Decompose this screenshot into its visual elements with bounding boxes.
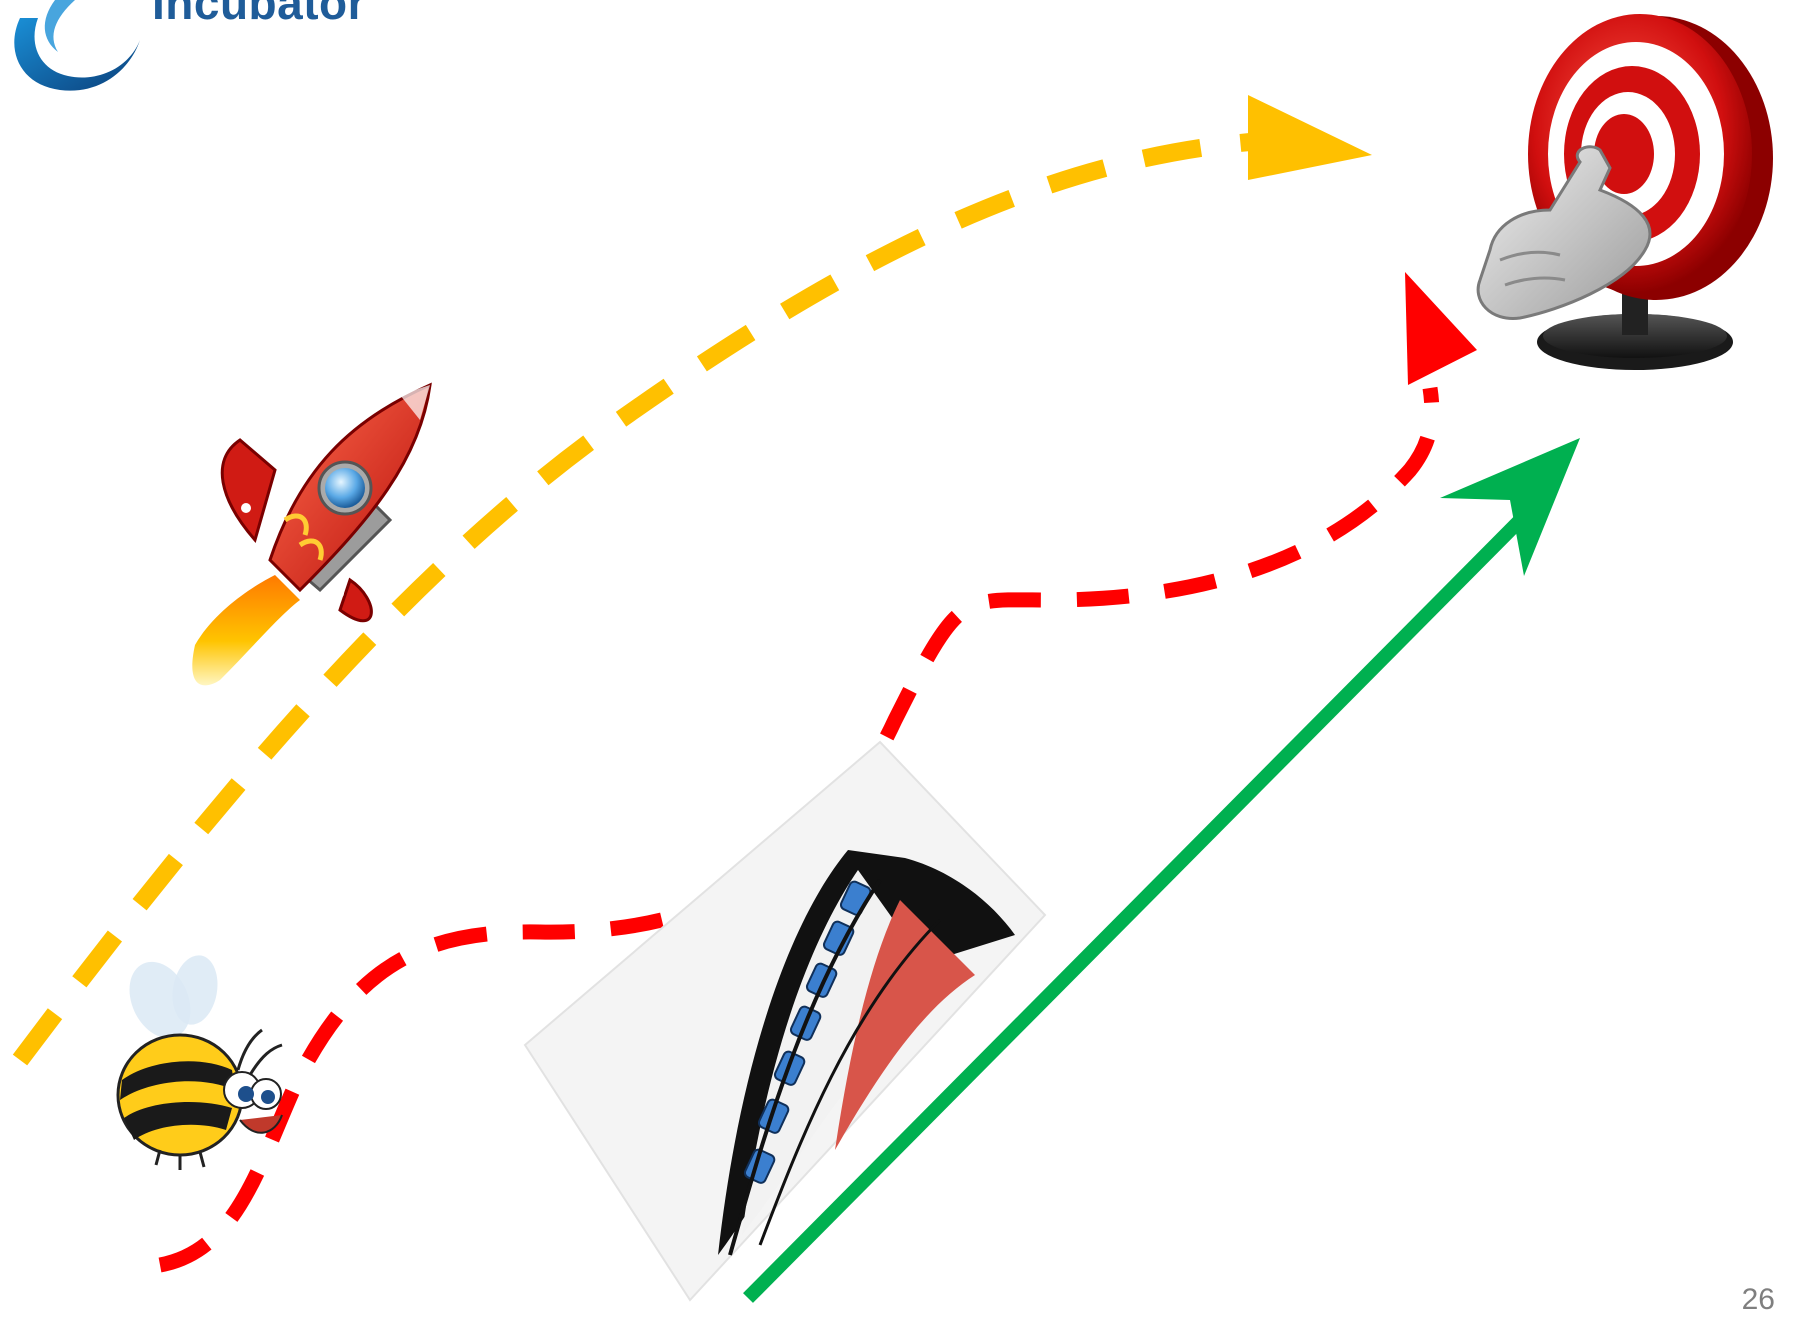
pointing-hand-icon bbox=[1476, 145, 1652, 320]
train-drawing-icon bbox=[523, 740, 1047, 1302]
page-number: 26 bbox=[1741, 1283, 1775, 1316]
rocket-icon bbox=[192, 382, 432, 686]
green-solid-path bbox=[743, 483, 1557, 1303]
yellow-dashed-path bbox=[12, 133, 1251, 1066]
yellow-arrowhead bbox=[1248, 95, 1372, 180]
red-arrowhead bbox=[1405, 272, 1477, 385]
bee-icon bbox=[116, 955, 283, 1170]
logo-text[interactable]: Incubator bbox=[152, 0, 367, 29]
incubator-swirl-logo[interactable] bbox=[14, 0, 140, 91]
green-arrowhead bbox=[1440, 438, 1580, 576]
